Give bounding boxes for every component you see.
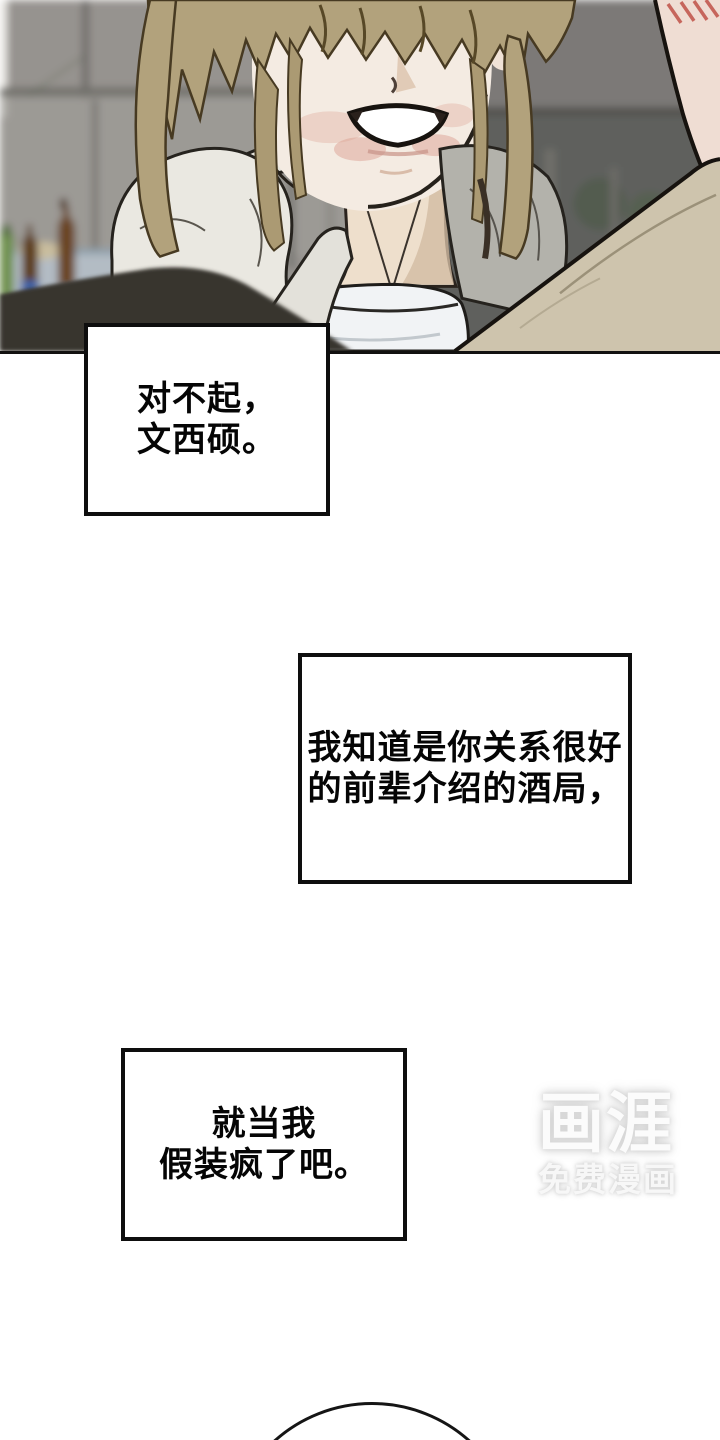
- speech-bubble-partial: [225, 1402, 519, 1440]
- watermark: 画涯 免费漫画: [538, 1086, 708, 1198]
- comic-panel: [0, 0, 720, 354]
- speech-line: 就当我: [211, 1104, 317, 1143]
- speech-box-3: 就当我 假装疯了吧。: [121, 1048, 407, 1241]
- panel-artwork: [0, 0, 720, 351]
- speech-box-2: 我知道是你关系很好 的前辈介绍的酒局，: [298, 653, 632, 884]
- watermark-logo: 画涯: [538, 1086, 674, 1160]
- speech-line: 我知道是你关系很好: [307, 728, 623, 767]
- beige-jacket-shoulder: [453, 157, 720, 351]
- speech-line: 对不起，: [137, 379, 277, 418]
- main-character: [110, 0, 577, 351]
- watermark-subtitle: 免费漫画: [538, 1161, 678, 1198]
- speech-line: 的前辈介绍的酒局，: [307, 769, 623, 808]
- speech-line: 假装疯了吧。: [159, 1145, 369, 1184]
- speech-line: 文西硕。: [137, 420, 277, 459]
- speech-box-1: 对不起， 文西硕。: [84, 323, 330, 516]
